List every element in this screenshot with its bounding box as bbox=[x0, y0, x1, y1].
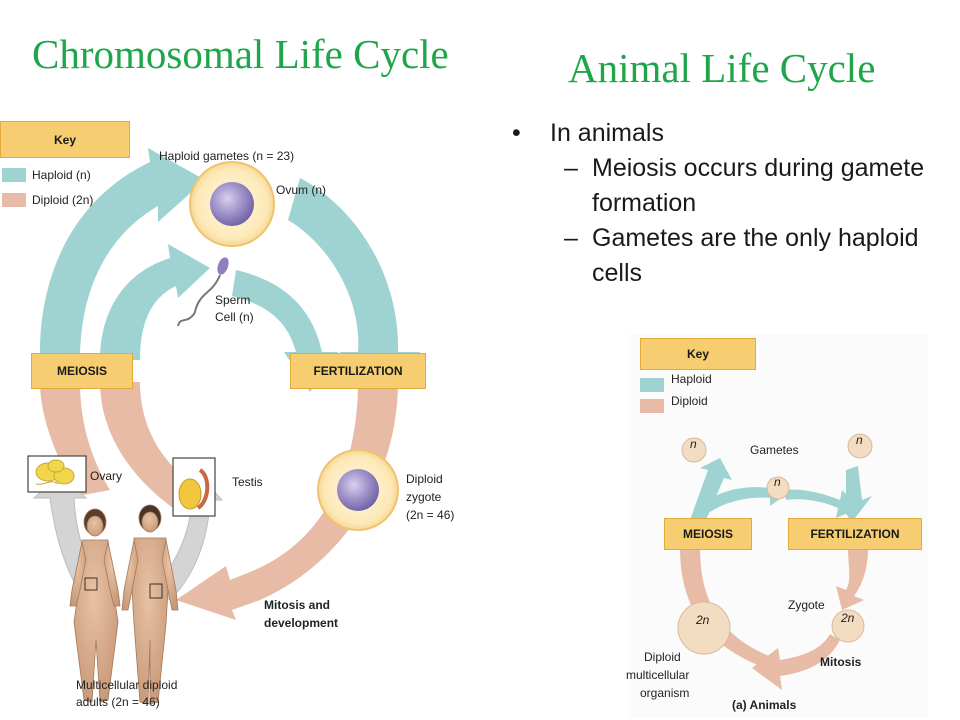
ovum-cell bbox=[189, 161, 275, 247]
ovary-image bbox=[27, 455, 87, 493]
zygote-cell bbox=[317, 449, 399, 531]
sperm-label-line2: Cell (n) bbox=[215, 310, 254, 324]
n-label-left: n bbox=[690, 437, 697, 451]
right-key-diploid-swatch bbox=[640, 399, 664, 413]
diploid-organism-line2: multicellular bbox=[626, 668, 690, 682]
right-key-diploid-label: Diploid bbox=[671, 394, 708, 408]
left-key-haploid-label: Haploid (n) bbox=[32, 168, 91, 182]
right-mitosis-label: Mitosis bbox=[820, 655, 862, 669]
sperm-label-line1: Sperm bbox=[215, 293, 251, 307]
left-meiosis-label: MEIOSIS bbox=[31, 353, 133, 389]
n-label-right: n bbox=[856, 433, 863, 447]
animals-caption: (a) Animals bbox=[732, 698, 797, 712]
right-fertilization-label: FERTILIZATION bbox=[788, 518, 922, 550]
left-fertilization-label: FERTILIZATION bbox=[290, 353, 426, 389]
zygote-label-line3: (2n = 46) bbox=[406, 508, 455, 522]
male-figure bbox=[121, 504, 179, 705]
testis-label: Testis bbox=[232, 475, 263, 489]
bullet-list: In animals Meiosis occurs during gamete … bbox=[512, 116, 932, 291]
left-key-diploid-label: Diploid (2n) bbox=[32, 193, 94, 207]
left-key-diploid-swatch bbox=[2, 193, 26, 207]
diploid-organism-line3: organism bbox=[640, 686, 690, 700]
bullet-sub-1: Meiosis occurs during gamete formation bbox=[512, 151, 932, 221]
zygote-label-line2: zygote bbox=[406, 490, 442, 504]
gametes-label: Gametes bbox=[750, 443, 799, 457]
mitosis-development-line1: Mitosis and bbox=[264, 598, 331, 612]
animal-haploid-arcs bbox=[690, 458, 872, 522]
haploid-gametes-label: Haploid gametes (n = 23) bbox=[159, 149, 295, 163]
n-label-center: n bbox=[774, 475, 781, 489]
right-meiosis-label: MEIOSIS bbox=[664, 518, 752, 550]
chromosomal-life-cycle-title: Chromosomal Life Cycle bbox=[32, 31, 449, 77]
left-key-haploid-swatch bbox=[2, 168, 26, 182]
animal-cells bbox=[677, 433, 873, 655]
zygote-2n-label: 2n bbox=[841, 611, 855, 625]
organism-2n-label: 2n bbox=[696, 613, 710, 627]
adults-label-line2: adults (2n = 46) bbox=[76, 695, 160, 709]
animal-life-cycle-title: Animal Life Cycle bbox=[568, 45, 876, 91]
ovum-label: Ovum (n) bbox=[276, 183, 327, 197]
mitosis-development-line2: development bbox=[264, 616, 339, 630]
bullet-sub-2: Gametes are the only haploid cells bbox=[512, 221, 932, 291]
testis-image bbox=[172, 457, 216, 517]
zygote-label: Zygote bbox=[788, 598, 825, 612]
female-figure bbox=[69, 508, 121, 703]
left-key-title: Key bbox=[0, 121, 130, 158]
right-key-haploid-swatch bbox=[640, 378, 664, 392]
right-key-title: Key bbox=[640, 338, 756, 370]
bullet-main: In animals bbox=[512, 116, 932, 151]
adults-label-line1: Multicellular diploid bbox=[76, 678, 178, 692]
right-key-haploid-label: Haploid bbox=[671, 372, 712, 386]
sperm-cell bbox=[177, 257, 229, 327]
ovary-label: Ovary bbox=[90, 469, 123, 483]
diploid-organism-line1: Diploid bbox=[644, 650, 681, 664]
zygote-label-line1: Diploid bbox=[406, 472, 443, 486]
